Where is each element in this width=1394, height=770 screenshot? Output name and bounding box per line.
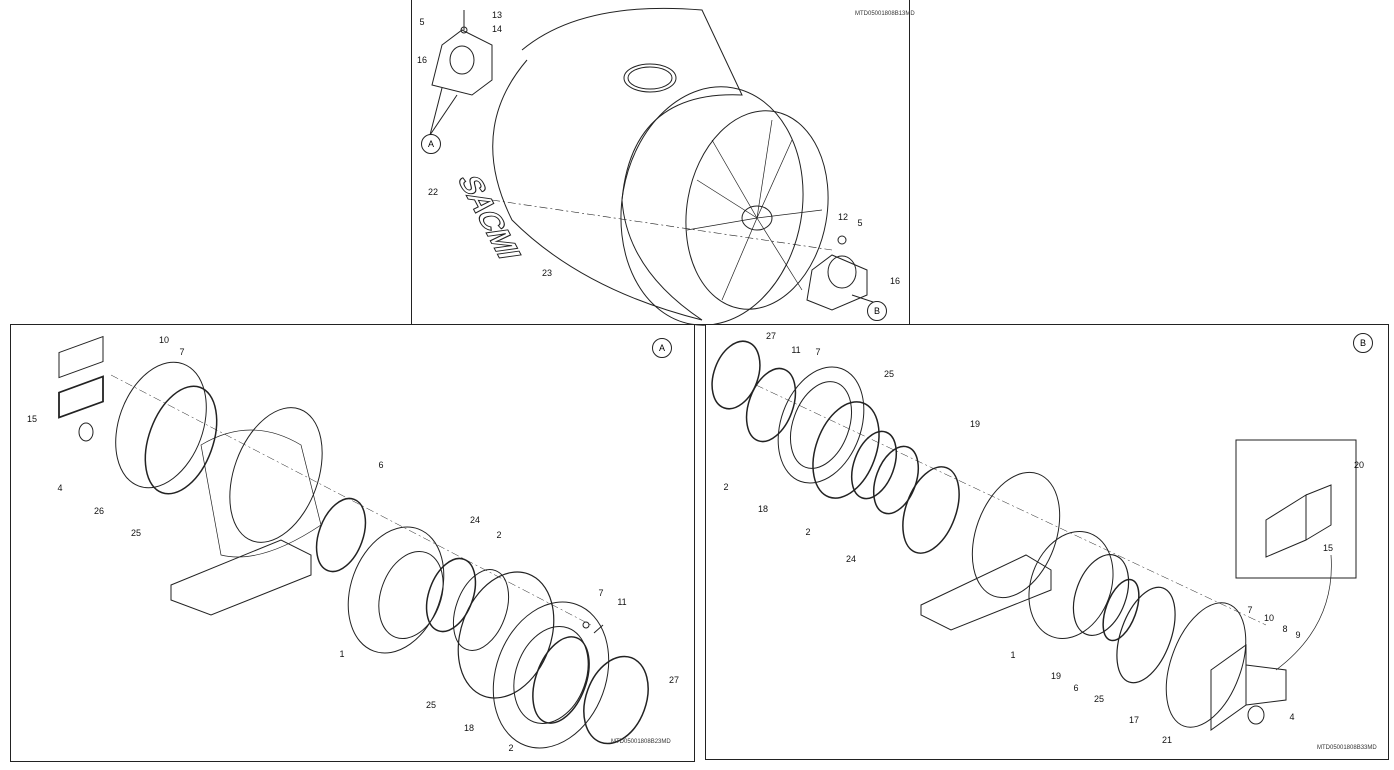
detail-a-panel: A MTD05001808B23MD 10 7 15 4 26 25 6 24 … [10, 324, 695, 762]
part-label: 14 [491, 24, 503, 34]
part-label: 4 [1289, 712, 1295, 722]
part-label: 5 [419, 17, 425, 27]
part-label: 16 [889, 276, 901, 286]
part-label: 25 [425, 700, 437, 710]
part-label: 27 [668, 675, 680, 685]
part-label: 27 [765, 331, 777, 341]
callout-b: B [867, 301, 887, 321]
part-label: 19 [969, 419, 981, 429]
part-label: 11 [617, 597, 627, 607]
part-label: 15 [1322, 543, 1334, 553]
part-label: 6 [1073, 683, 1079, 693]
callout-a: A [421, 134, 441, 154]
part-label: 18 [757, 504, 769, 514]
part-label: 19 [1050, 671, 1062, 681]
part-label: 1 [1010, 650, 1016, 660]
part-label: 4 [57, 483, 63, 493]
part-label: 18 [463, 723, 475, 733]
part-label: 9 [1295, 630, 1301, 640]
part-label: 17 [1128, 715, 1140, 725]
part-label: 13 [491, 10, 503, 20]
part-label: 15 [26, 414, 38, 424]
part-label: 7 [179, 347, 185, 357]
callout-a: A [652, 338, 672, 358]
part-label: 10 [158, 335, 170, 345]
part-label: 26 [93, 506, 105, 516]
part-label: 8 [1282, 624, 1288, 634]
part-label: 12 [837, 212, 849, 222]
part-label: 5 [857, 218, 863, 228]
drawing-code: MTD05001808B23MD [611, 739, 671, 745]
part-label: 25 [883, 369, 895, 379]
part-label: 25 [1093, 694, 1105, 704]
part-label: 23 [541, 268, 553, 278]
part-label: 2 [496, 530, 502, 540]
part-label: 22 [427, 187, 439, 197]
bearing-b-exploded-drawing [711, 340, 1357, 731]
bearing-a-exploded-drawing [58, 335, 649, 749]
part-label: 20 [1353, 460, 1365, 470]
part-label: 24 [469, 515, 481, 525]
drawing-code: MTD05001808B33MD [1317, 745, 1377, 751]
part-label: 11 [791, 345, 801, 355]
part-label: 1 [339, 649, 345, 659]
part-label: 6 [378, 460, 384, 470]
detail-b-panel: B MTD05001808B33MD 27 11 7 25 19 2 18 2 … [705, 324, 1389, 760]
overview-panel: SACMI MTD05001808B13MD 13 5 14 16 22 23 … [411, 0, 915, 326]
part-label: 16 [416, 55, 428, 65]
part-label: 21 [1161, 735, 1173, 745]
part-label: 7 [598, 588, 604, 598]
part-label: 2 [508, 743, 514, 753]
part-label: 10 [1263, 613, 1275, 623]
callout-b: B [1353, 333, 1373, 353]
part-label: 7 [815, 347, 821, 357]
part-label: 7 [1247, 605, 1253, 615]
drawing-code: MTD05001808B13MD [855, 11, 915, 17]
part-label: 2 [805, 527, 811, 537]
fan-assembly-drawing [429, 7, 883, 326]
part-label: 25 [130, 528, 142, 538]
part-label: 24 [845, 554, 857, 564]
part-label: 2 [723, 482, 729, 492]
